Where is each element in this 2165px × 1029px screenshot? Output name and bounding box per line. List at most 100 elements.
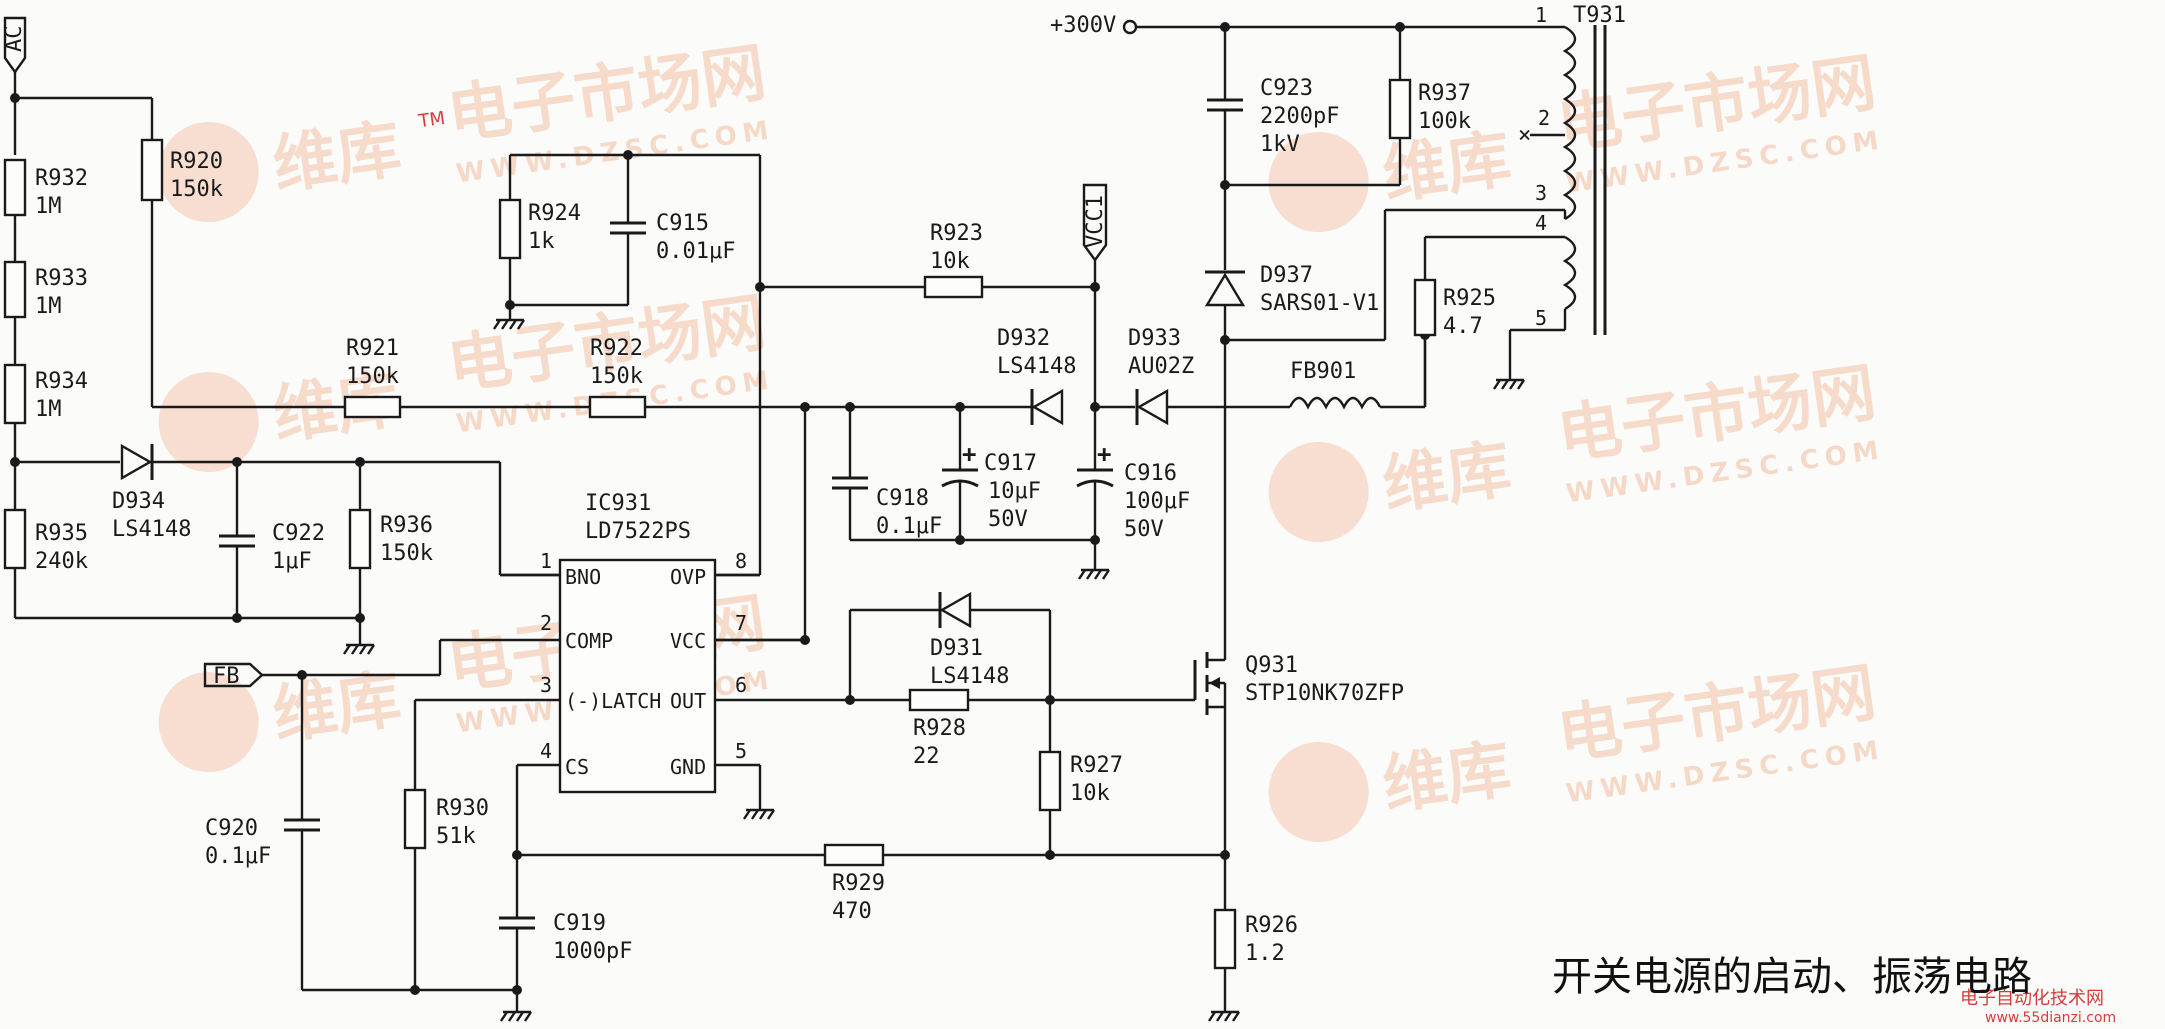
watermark-logo-icon: [1268, 132, 1369, 233]
r926-ref: R926: [1245, 913, 1298, 938]
d937-ref: D937: [1260, 263, 1313, 288]
ground-icon: [1077, 568, 1111, 581]
ic-ld7522ps: [558, 558, 717, 794]
svg-text:维库: 维库: [1378, 733, 1515, 824]
r921-ref: R921: [346, 336, 399, 361]
c923-ref: C923: [1260, 76, 1313, 101]
c919-ref: C919: [553, 911, 606, 936]
diode-d931: [938, 591, 972, 629]
r921-val: 150k: [346, 364, 399, 389]
d937-val: SARS01-V1: [1260, 291, 1379, 316]
r922-ref: R922: [590, 336, 643, 361]
ground-icon: [1492, 378, 1526, 391]
c923-volt: 1kV: [1260, 132, 1300, 157]
c916-val: 100μF: [1124, 489, 1190, 514]
q931-part: STP10NK70ZFP: [1245, 681, 1404, 706]
resistor-r920: [140, 138, 164, 202]
svg-text:4: 4: [1535, 211, 1547, 235]
svg-text:8: 8: [735, 549, 747, 573]
r933-ref: R933: [35, 266, 88, 291]
r927-ref: R927: [1070, 753, 1123, 778]
ground-icon: [499, 1010, 533, 1023]
watermark-logo-icon: [158, 672, 259, 773]
r925-val: 4.7: [1443, 314, 1483, 339]
ic-ref: IC931: [585, 491, 651, 516]
svg-text:维库: 维库: [1378, 433, 1515, 524]
r932-ref: R932: [35, 166, 88, 191]
resistor-r932: [3, 158, 27, 217]
r924-val: 1k: [528, 229, 555, 254]
r936-ref: R936: [380, 513, 433, 538]
resistor-r922: [588, 395, 647, 419]
watermark-logo-icon: [158, 372, 259, 473]
svg-text:4: 4: [540, 739, 552, 763]
diode-d932: [1030, 388, 1064, 426]
resistor-r934: [3, 363, 27, 425]
r936-val: 150k: [380, 541, 433, 566]
r933-val: 1M: [35, 294, 62, 319]
watermark-logo-icon: [158, 122, 259, 223]
c920-ref: C920: [205, 816, 258, 841]
pin-ovp: OVP: [670, 565, 706, 589]
fb901-ref: FB901: [1290, 359, 1356, 384]
ic-part: LD7522PS: [585, 519, 691, 544]
r930-val: 51k: [436, 824, 476, 849]
r937-ref: R937: [1418, 81, 1471, 106]
r924-ref: R924: [528, 201, 581, 226]
d932-val: LS4148: [997, 354, 1076, 379]
r923-ref: R923: [930, 221, 983, 246]
svg-text:+: +: [1097, 440, 1111, 468]
d931-ref: D931: [930, 636, 983, 661]
r928-val: 22: [913, 744, 940, 769]
r932-val: 1M: [35, 194, 62, 219]
d933-val: AU02Z: [1128, 354, 1194, 379]
pin-out: OUT: [670, 689, 706, 713]
svg-text:1: 1: [540, 549, 552, 573]
resistor-r924: [498, 198, 522, 260]
svg-text:2: 2: [1538, 106, 1550, 130]
svg-text:5: 5: [735, 739, 747, 763]
r928-ref: R928: [913, 716, 966, 741]
hv-label: +300V: [1050, 13, 1116, 38]
watermark-logo-icon: [1268, 442, 1369, 543]
ground-icon: [1207, 1010, 1241, 1023]
svg-text:3: 3: [540, 673, 552, 697]
corner-site-text: 电子自动化技术网: [1960, 988, 2104, 1009]
q931-ref: Q931: [1245, 653, 1298, 678]
r927-val: 10k: [1070, 781, 1110, 806]
ferrite-bead-fb901: [1288, 396, 1382, 410]
r935-ref: R935: [35, 521, 88, 546]
resistor-r937: [1388, 78, 1412, 140]
pin-comp: COMP: [565, 629, 613, 653]
c922-ref: C922: [272, 521, 325, 546]
c916-volt: 50V: [1124, 517, 1164, 542]
r925-ref: R925: [1443, 286, 1496, 311]
resistor-r930: [403, 788, 427, 850]
svg-text:维库: 维库: [268, 663, 405, 754]
mosfet-q931: [1193, 335, 1227, 855]
svg-text:AC: AC: [2, 26, 27, 53]
ac-input-connector: AC: [2, 16, 27, 75]
r934-ref: R934: [35, 369, 88, 394]
svg-text:2: 2: [540, 611, 552, 635]
watermark-logo-icon: [1268, 742, 1369, 843]
c915-ref: C915: [656, 211, 709, 236]
ground-icon: [742, 808, 776, 821]
tvs-diode-d937: [1204, 270, 1246, 307]
resistor-r928: [908, 688, 970, 712]
r937-val: 100k: [1418, 109, 1471, 134]
c916-ref: C916: [1124, 461, 1177, 486]
c917-ref: C917: [984, 451, 1037, 476]
r920-val: 150k: [170, 177, 223, 202]
svg-text:3: 3: [1535, 181, 1547, 205]
fb-connector: FB: [203, 662, 264, 689]
diode-d934: [120, 443, 154, 481]
r929-ref: R929: [832, 871, 885, 896]
pin-latch: (-)LATCH: [565, 689, 661, 713]
resistor-r926: [1213, 908, 1237, 970]
vcc1-connector: VCC1: [1082, 183, 1108, 263]
c920-val: 0.1μF: [205, 844, 271, 869]
resistor-r933: [3, 260, 27, 319]
r922-val: 150k: [590, 364, 643, 389]
d933-ref: D933: [1128, 326, 1181, 351]
